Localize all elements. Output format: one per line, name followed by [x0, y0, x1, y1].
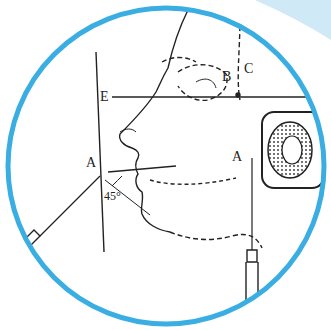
line-a: [108, 166, 176, 172]
orbit-outline: [178, 65, 227, 101]
angle-arc: [112, 176, 122, 186]
maxilla-outline: [150, 178, 236, 184]
needle: [251, 158, 252, 250]
skull-outline: [238, 18, 240, 100]
shaded-region: [268, 122, 312, 178]
syringe-hub: [247, 250, 257, 262]
face-profile: [120, 10, 188, 232]
jaw-outline: [170, 232, 262, 248]
point-label: B: [222, 70, 231, 84]
inner-ring: [282, 136, 302, 164]
brow-outline: [162, 58, 196, 63]
eye: [196, 79, 216, 88]
needle: [40, 176, 100, 236]
bubble-tail: [255, 0, 331, 40]
point-label: A: [86, 156, 96, 170]
point-label: A: [232, 150, 242, 164]
angle-arm: [105, 180, 150, 215]
nostril: [120, 129, 136, 132]
reference-plane: [96, 52, 104, 252]
frame-circle: [8, 8, 324, 324]
zygoma-box: [262, 112, 324, 188]
point-label: E: [100, 90, 109, 104]
point-b: [236, 93, 240, 97]
line-e: [112, 96, 320, 97]
angle-label: 45°: [104, 190, 121, 202]
point-label: C: [244, 62, 253, 76]
